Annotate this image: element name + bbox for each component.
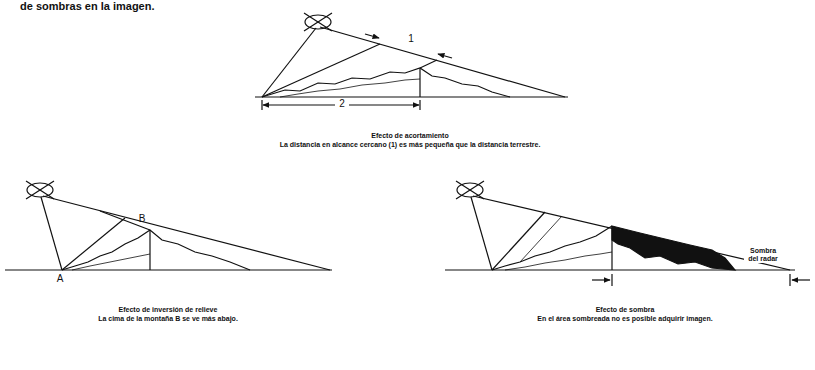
mountain-profile [72,254,150,270]
mountain-profile [262,68,510,97]
shadow-extent-bracket [592,274,810,286]
wavefront-line [420,60,437,68]
wavefront-line [62,218,125,270]
range-arrow [438,54,452,58]
wavefront-line [520,216,562,262]
wavefront-line [100,211,150,230]
panel-title: Efecto de inversión de relieve [3,306,333,314]
panel-caption: La cima de la montaña B se ve más abajo. [3,315,333,323]
wavefront-line [262,44,380,97]
satellite-symbol [26,181,54,199]
callout-number: 2 [335,98,349,110]
range-arrow [365,34,379,38]
mountain-profile [62,230,250,270]
radar-ray [473,196,790,270]
radar-ray [471,197,492,270]
panel-title: Efecto de sombra [460,306,790,314]
radar-ray [320,27,565,97]
peak-vertical [149,230,150,270]
callout-number: 1 [404,33,418,45]
ground-line [255,96,568,97]
radar-ray [43,196,330,270]
panel-caption: En el área sombreada no es posible adqui… [460,315,790,323]
ground-line [5,269,332,270]
cut-heading: de sombras en la imagen. [20,0,220,13]
point-label: B [136,213,148,225]
panel-title: Efecto de acortamiento [200,132,620,140]
peak-vertical [419,68,420,97]
ground-line [445,269,795,270]
satellite-symbol [304,13,332,31]
satellite-symbol [456,181,484,199]
radar-ray [262,28,316,97]
radar-ray [41,197,62,270]
wavefront-line [492,212,545,270]
point-label: A [54,273,66,285]
shadow-label: Sombra del radar [744,247,782,263]
mountain-profile [280,79,420,97]
peak-vertical [611,226,612,270]
mountain-profile [492,226,612,270]
radar-shadow-area [612,226,735,270]
panel-caption: La distancia en alcance cercano (1) es m… [200,141,620,149]
